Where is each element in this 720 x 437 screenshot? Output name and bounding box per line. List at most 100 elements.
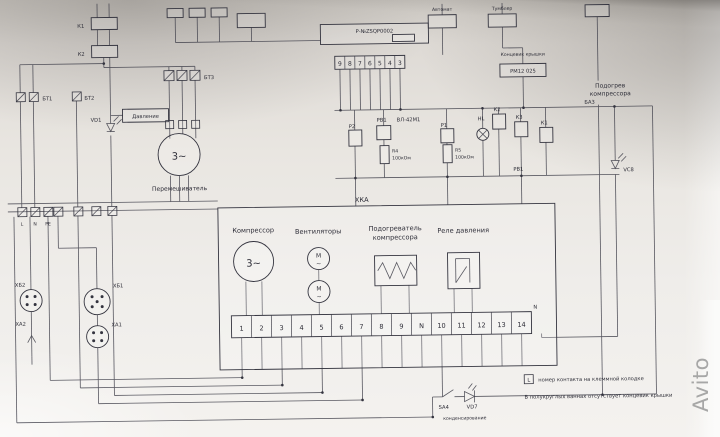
thermostat-bt3: БТ3 [163, 69, 214, 81]
relay-k2-label: К2 [78, 52, 85, 58]
rail-l-label: L [21, 222, 24, 228]
rail-n-label: N [33, 222, 37, 228]
terminal-n: N [419, 322, 424, 330]
fan2-m: М [316, 286, 321, 293]
xa2-label: ХА2 [15, 322, 25, 328]
input-terminal-rail: L N PE [17, 205, 118, 228]
thermostat-bt2: БТ2 [71, 91, 94, 102]
r4-resistor [379, 145, 390, 165]
connector-xb1 [83, 288, 111, 316]
k3-coil-label: К3 [516, 115, 523, 121]
top-resistor-1 [166, 7, 184, 19]
vd1-label: VD1 [91, 118, 102, 124]
fan1-m: М [316, 253, 321, 260]
mixer-motor: 3~ Перемешиватель [152, 119, 208, 193]
connector-xa1 [86, 325, 110, 349]
xb1-label: ХБ1 [113, 283, 124, 289]
pv1-label: РВ1 [377, 118, 387, 124]
xka-heater-label-1: Подогреватель [368, 224, 421, 233]
condensation-caption: конденсирование [443, 416, 486, 422]
relay-contact-k2 [91, 44, 119, 59]
pm-module-label: РМ12 025 [510, 69, 536, 75]
heater-element [374, 254, 418, 287]
legend-note-1: номер контакта на клеммной колодке [538, 375, 644, 383]
vc8-label: VC8 [623, 167, 634, 173]
pressure-relay-symbol [447, 251, 481, 290]
ctrl-terminal: 4 [388, 60, 392, 67]
controller-box [319, 22, 430, 45]
terminal-4: 4 [299, 324, 303, 332]
compressor-symbol: 3~ [246, 258, 261, 269]
fan1-tilde: ~ [316, 261, 321, 268]
xka-box [217, 202, 558, 371]
r4-label: R4 [392, 148, 398, 154]
legend-note-2: В полукруглых ваннах отсутствует концеви… [524, 393, 672, 401]
terminal-6: 6 [339, 323, 343, 331]
k3-coil-box [514, 121, 529, 138]
compressor-label: Компрессор [232, 226, 274, 235]
connector-xa2-arrow-icon [27, 335, 37, 357]
terminal-2: 2 [259, 324, 263, 332]
controller-relay-box [391, 33, 415, 42]
fan-motor-1: М ~ [307, 247, 331, 271]
fans-label: Вентиляторы [295, 227, 342, 236]
terminal-5: 5 [319, 324, 323, 332]
pm-module-box [499, 62, 547, 78]
terminal-13: 13 [497, 321, 506, 329]
ctrl-terminal: 9 [338, 61, 342, 68]
relay-k1-label: К1 [77, 24, 84, 30]
pv1b-label: РВ1 [513, 167, 523, 173]
terminal-strip: 1 2 3 4 5 6 7 8 9 N 10 11 12 13 14 [230, 311, 533, 339]
xka-heater-label-2: компрессора [373, 233, 418, 242]
bt2-label: БТ2 [84, 96, 94, 102]
compressor-heat-label-1: Подогрев [595, 82, 626, 89]
terminal-9: 9 [399, 322, 403, 330]
controller-label: Р-№ZSQP0002 [356, 29, 394, 36]
sa4-label: SA4 [439, 405, 450, 411]
bt1-label: БТ1 [42, 96, 52, 102]
r5-resistor [442, 144, 453, 164]
tumbler-box [487, 13, 517, 28]
paper-edge-highlight [698, 300, 720, 437]
pressure-label: Давление [132, 114, 159, 120]
top-right-box [584, 4, 610, 18]
ctrl-terminal: 3 [398, 60, 402, 67]
top-resistor-3 [210, 7, 228, 18]
k2-coil-label: К2 [493, 107, 500, 113]
mixer-symbol: 3~ [172, 151, 187, 162]
led-vd7-icon [464, 383, 477, 403]
terminal-1: 1 [239, 325, 243, 333]
terminal-3: 3 [279, 324, 283, 332]
ba3-label: БА3 [584, 100, 595, 106]
k1-coil-box [539, 126, 554, 143]
bt3-label: БТ3 [204, 75, 214, 81]
vd7-label: VD7 [467, 404, 478, 410]
xka-title: ХКА [355, 196, 369, 204]
vl42m1-label: ВЛ-42М1 [397, 117, 421, 123]
relay-contact-k1 [90, 16, 118, 31]
neutral-mark: N [533, 305, 537, 311]
pv1-coil-box [376, 125, 392, 141]
avtomat-box [427, 14, 457, 29]
tumbler-label: Тумблер [491, 6, 513, 12]
terminal-12: 12 [477, 321, 486, 329]
pressure-label-box [121, 108, 170, 123]
p1-box [440, 128, 455, 144]
ctrl-terminal: 7 [358, 60, 362, 67]
avtomat-label: Автомат [432, 7, 453, 13]
ctrl-terminal: 6 [368, 60, 372, 67]
legend: L номер контакта на клеммной колодке В п… [523, 374, 672, 401]
terminal-8: 8 [379, 323, 383, 331]
compressor-heat-label-2: компрессора [590, 90, 631, 98]
junction-dots [102, 62, 616, 419]
r4-value: 100кОм [392, 155, 411, 161]
r5-value: 100кОм [455, 154, 474, 160]
xa1-label: ХА1 [111, 322, 121, 328]
k1-coil-label: К1 [541, 120, 548, 126]
p2-label: Р2 [349, 124, 356, 130]
led-vd1-icon [105, 116, 122, 133]
hl-lamp-icon [476, 127, 490, 141]
